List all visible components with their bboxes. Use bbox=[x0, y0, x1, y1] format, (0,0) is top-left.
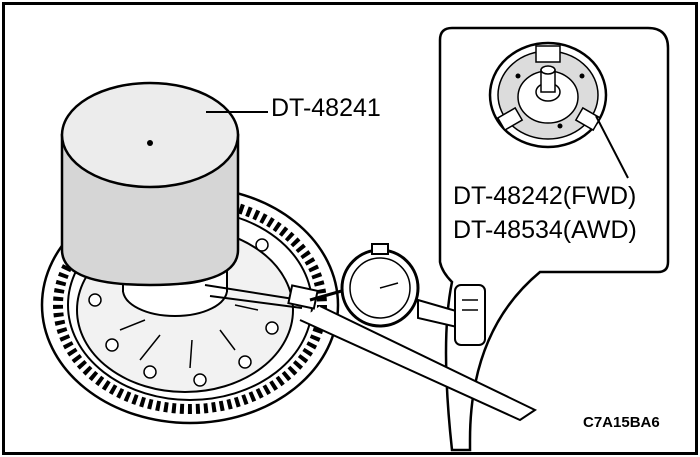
dial-indicator bbox=[204, 243, 538, 422]
tool-label-main: DT-48241 bbox=[271, 94, 381, 122]
figure-code: C7A15BA6 bbox=[583, 414, 660, 431]
adapter-inset bbox=[488, 41, 629, 179]
tool-label-fwd: DT-48242(FWD) bbox=[453, 182, 637, 210]
tool-label-awd: DT-48534(AWD) bbox=[453, 216, 637, 244]
inset-callout-panel bbox=[438, 26, 670, 452]
tool-cylinder bbox=[60, 81, 268, 287]
